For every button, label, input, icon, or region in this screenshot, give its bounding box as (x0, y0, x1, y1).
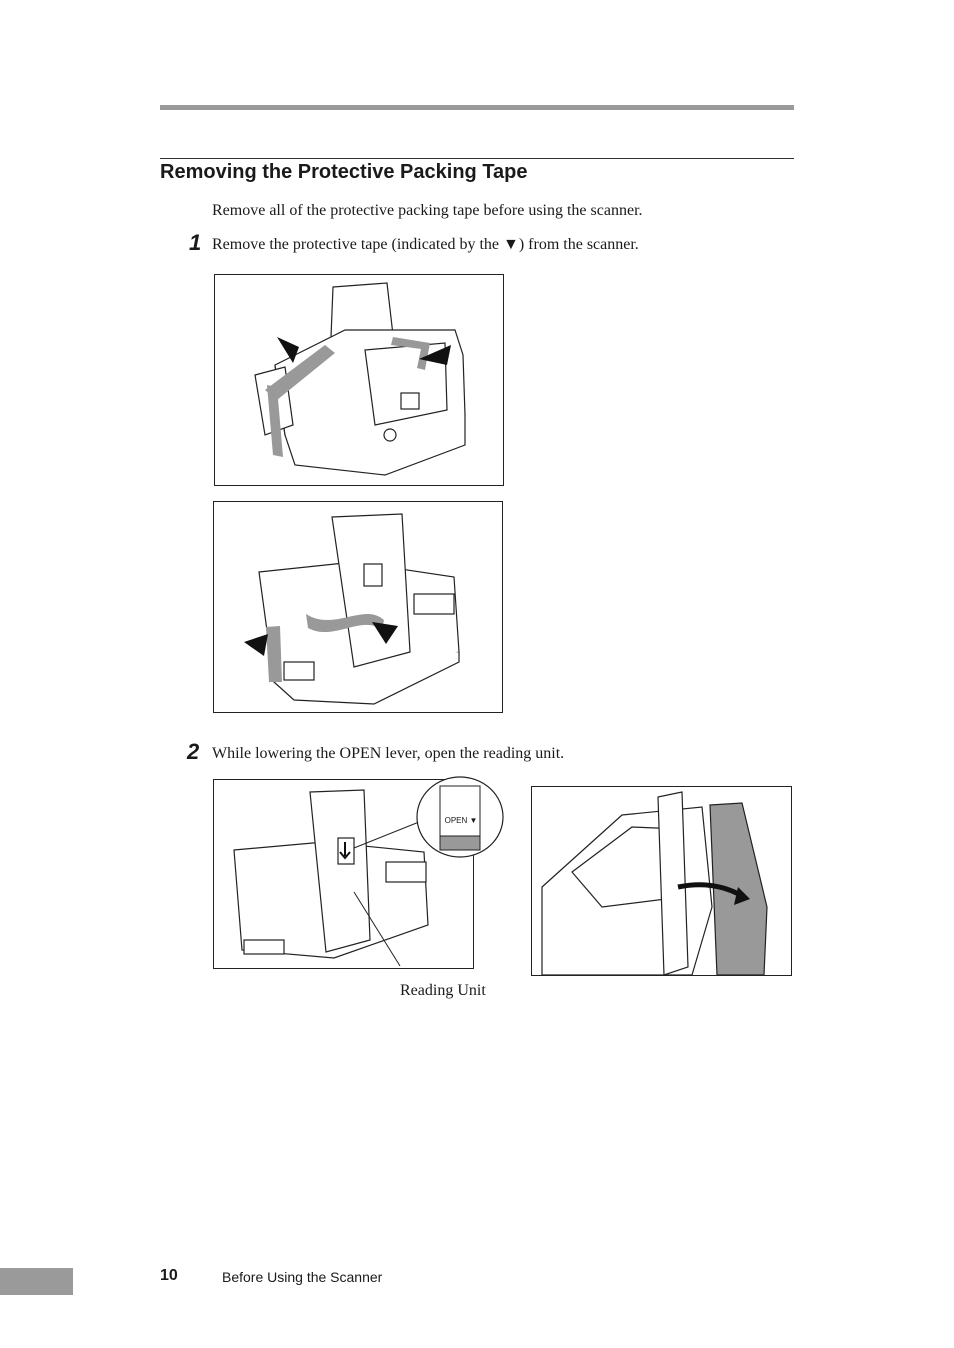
page-number: 10 (160, 1267, 178, 1284)
open-label: OPEN ▼ (444, 816, 478, 825)
footer-tab (0, 1268, 73, 1295)
step-1-text: Remove the protective tape (indicated by… (212, 236, 639, 253)
footer-chapter-title: Before Using the Scanner (222, 1269, 383, 1285)
figure-scanner-front-tape (214, 274, 504, 486)
step-1-number: 1 (189, 230, 202, 255)
step-2-number: 2 (187, 739, 200, 764)
step-2-text: While lowering the OPEN lever, open the … (212, 745, 565, 762)
figure-reading-unit-open (531, 786, 792, 976)
section-heading: Removing the Protective Packing Tape (160, 161, 528, 183)
figure-scanner-rear-tape (213, 501, 503, 713)
reading-unit-caption: Reading Unit (400, 982, 486, 999)
open-lever-inset: OPEN ▼ (416, 776, 504, 858)
heading-rule (160, 158, 794, 159)
intro-text: Remove all of the protective packing tap… (212, 202, 643, 219)
top-rule (160, 105, 794, 110)
